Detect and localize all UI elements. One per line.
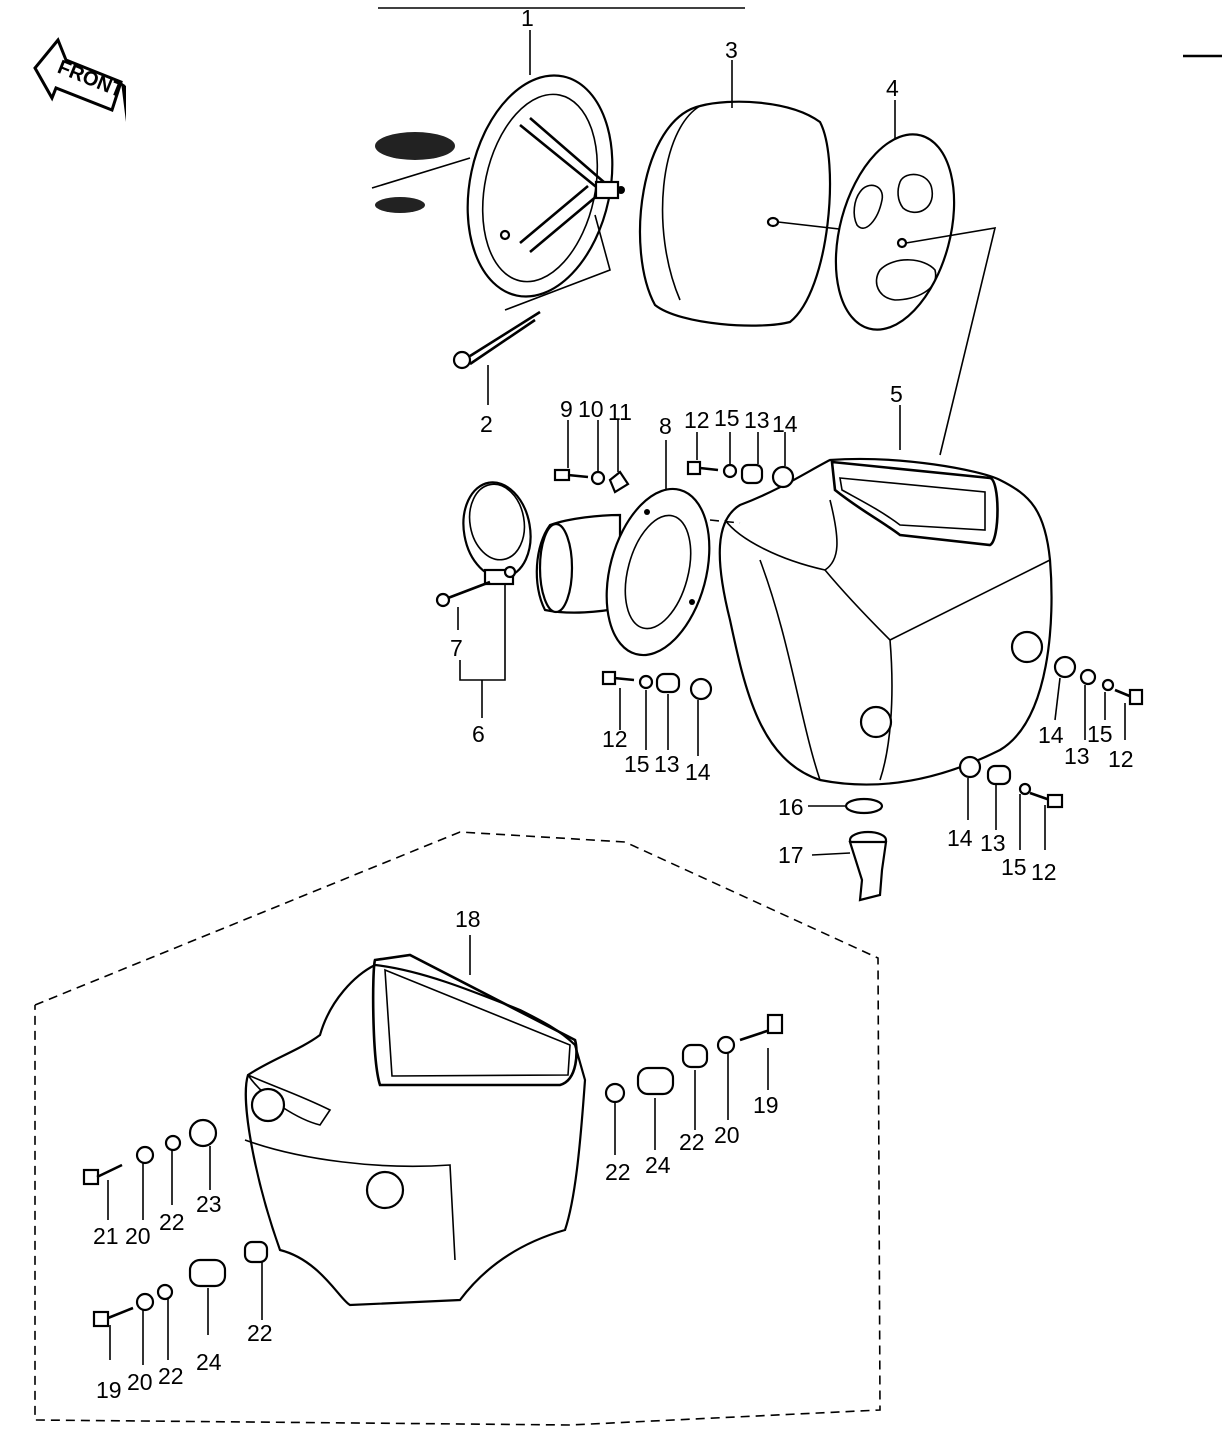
callout-13a: 13: [744, 407, 770, 433]
fastener-group-right: [1053, 655, 1144, 740]
part-7-clamp-screw: [435, 580, 491, 630]
callout-20b: 20: [125, 1223, 151, 1249]
callout-12b: 12: [602, 726, 628, 752]
callout-12c: 12: [1108, 746, 1134, 772]
bracket-6: [459, 585, 506, 681]
part-4-holder-plate: [834, 100, 997, 456]
callout-13c: 13: [1064, 743, 1090, 769]
callout-10: 10: [578, 396, 604, 422]
callout-5: 5: [890, 381, 903, 407]
part-18-air-cleaner-case: [244, 935, 587, 1307]
fastener-group-lower-right: [958, 755, 1064, 850]
fastener-group-18-left-top: [82, 1118, 218, 1220]
fastener-group-18-right: [604, 1013, 784, 1155]
callout-12d: 12: [1031, 859, 1057, 885]
callout-22b: 22: [605, 1159, 631, 1185]
part-3-air-filter-element: [638, 60, 901, 327]
callout-17: 17: [778, 842, 804, 868]
callout-18: 18: [455, 906, 481, 932]
callout-22a: 22: [679, 1129, 705, 1155]
callout-4: 4: [886, 75, 899, 101]
callout-23: 23: [196, 1191, 222, 1217]
fastener-group-18-left-bottom: [92, 1240, 269, 1365]
callout-16: 16: [778, 794, 804, 820]
ink-smudge: [371, 132, 471, 213]
part-16-o-ring: [808, 797, 884, 815]
callout-22c: 22: [159, 1209, 185, 1235]
callout-labels: 1 2 3 4 5 6 7 8 9 10 11 12 15 13 14 12 1…: [93, 5, 1134, 1403]
callout-6: 6: [472, 721, 485, 747]
callout-13b: 13: [654, 751, 680, 777]
part-6-clamp: [462, 481, 532, 586]
callout-22e: 22: [158, 1363, 184, 1389]
part-8-inlet-duct: [535, 440, 711, 657]
fastener-group-9-11: [553, 420, 630, 494]
leader-1-to-2: [504, 214, 611, 311]
fastener-group-upper-right: [686, 432, 795, 489]
callout-19b: 19: [96, 1377, 122, 1403]
optional-parts-boundary: [34, 831, 881, 1426]
callout-14b: 14: [685, 759, 711, 785]
callout-15d: 15: [1001, 854, 1027, 880]
callout-14c: 14: [1038, 722, 1064, 748]
callout-20a: 20: [714, 1122, 740, 1148]
callout-3: 3: [725, 37, 738, 63]
callout-24a: 24: [645, 1152, 671, 1178]
callout-11: 11: [608, 399, 632, 425]
callout-15b: 15: [624, 751, 650, 777]
callout-20c: 20: [127, 1369, 153, 1395]
callout-13d: 13: [980, 830, 1006, 856]
callout-2: 2: [480, 411, 493, 437]
callout-7: 7: [450, 635, 463, 661]
callout-15c: 15: [1087, 721, 1113, 747]
part-17-drain-valve: [811, 830, 888, 902]
callout-14a: 14: [772, 411, 798, 437]
part-2-split-pin: [452, 310, 541, 405]
callout-21: 21: [93, 1223, 119, 1249]
part-5-air-cleaner-case: [709, 405, 1053, 786]
callout-19a: 19: [753, 1092, 779, 1118]
front-arrow-icon: FRONT: [33, 37, 127, 122]
callout-8: 8: [659, 413, 672, 439]
callout-12a: 12: [684, 407, 710, 433]
callout-14d: 14: [947, 825, 973, 851]
callout-9: 9: [560, 396, 573, 422]
callout-15a: 15: [714, 405, 740, 431]
callout-1: 1: [521, 5, 534, 31]
callout-22d: 22: [247, 1320, 273, 1346]
part-1-element-frame: [466, 74, 625, 298]
fastener-group-lower-middle: [601, 670, 713, 756]
callout-24b: 24: [196, 1349, 222, 1375]
